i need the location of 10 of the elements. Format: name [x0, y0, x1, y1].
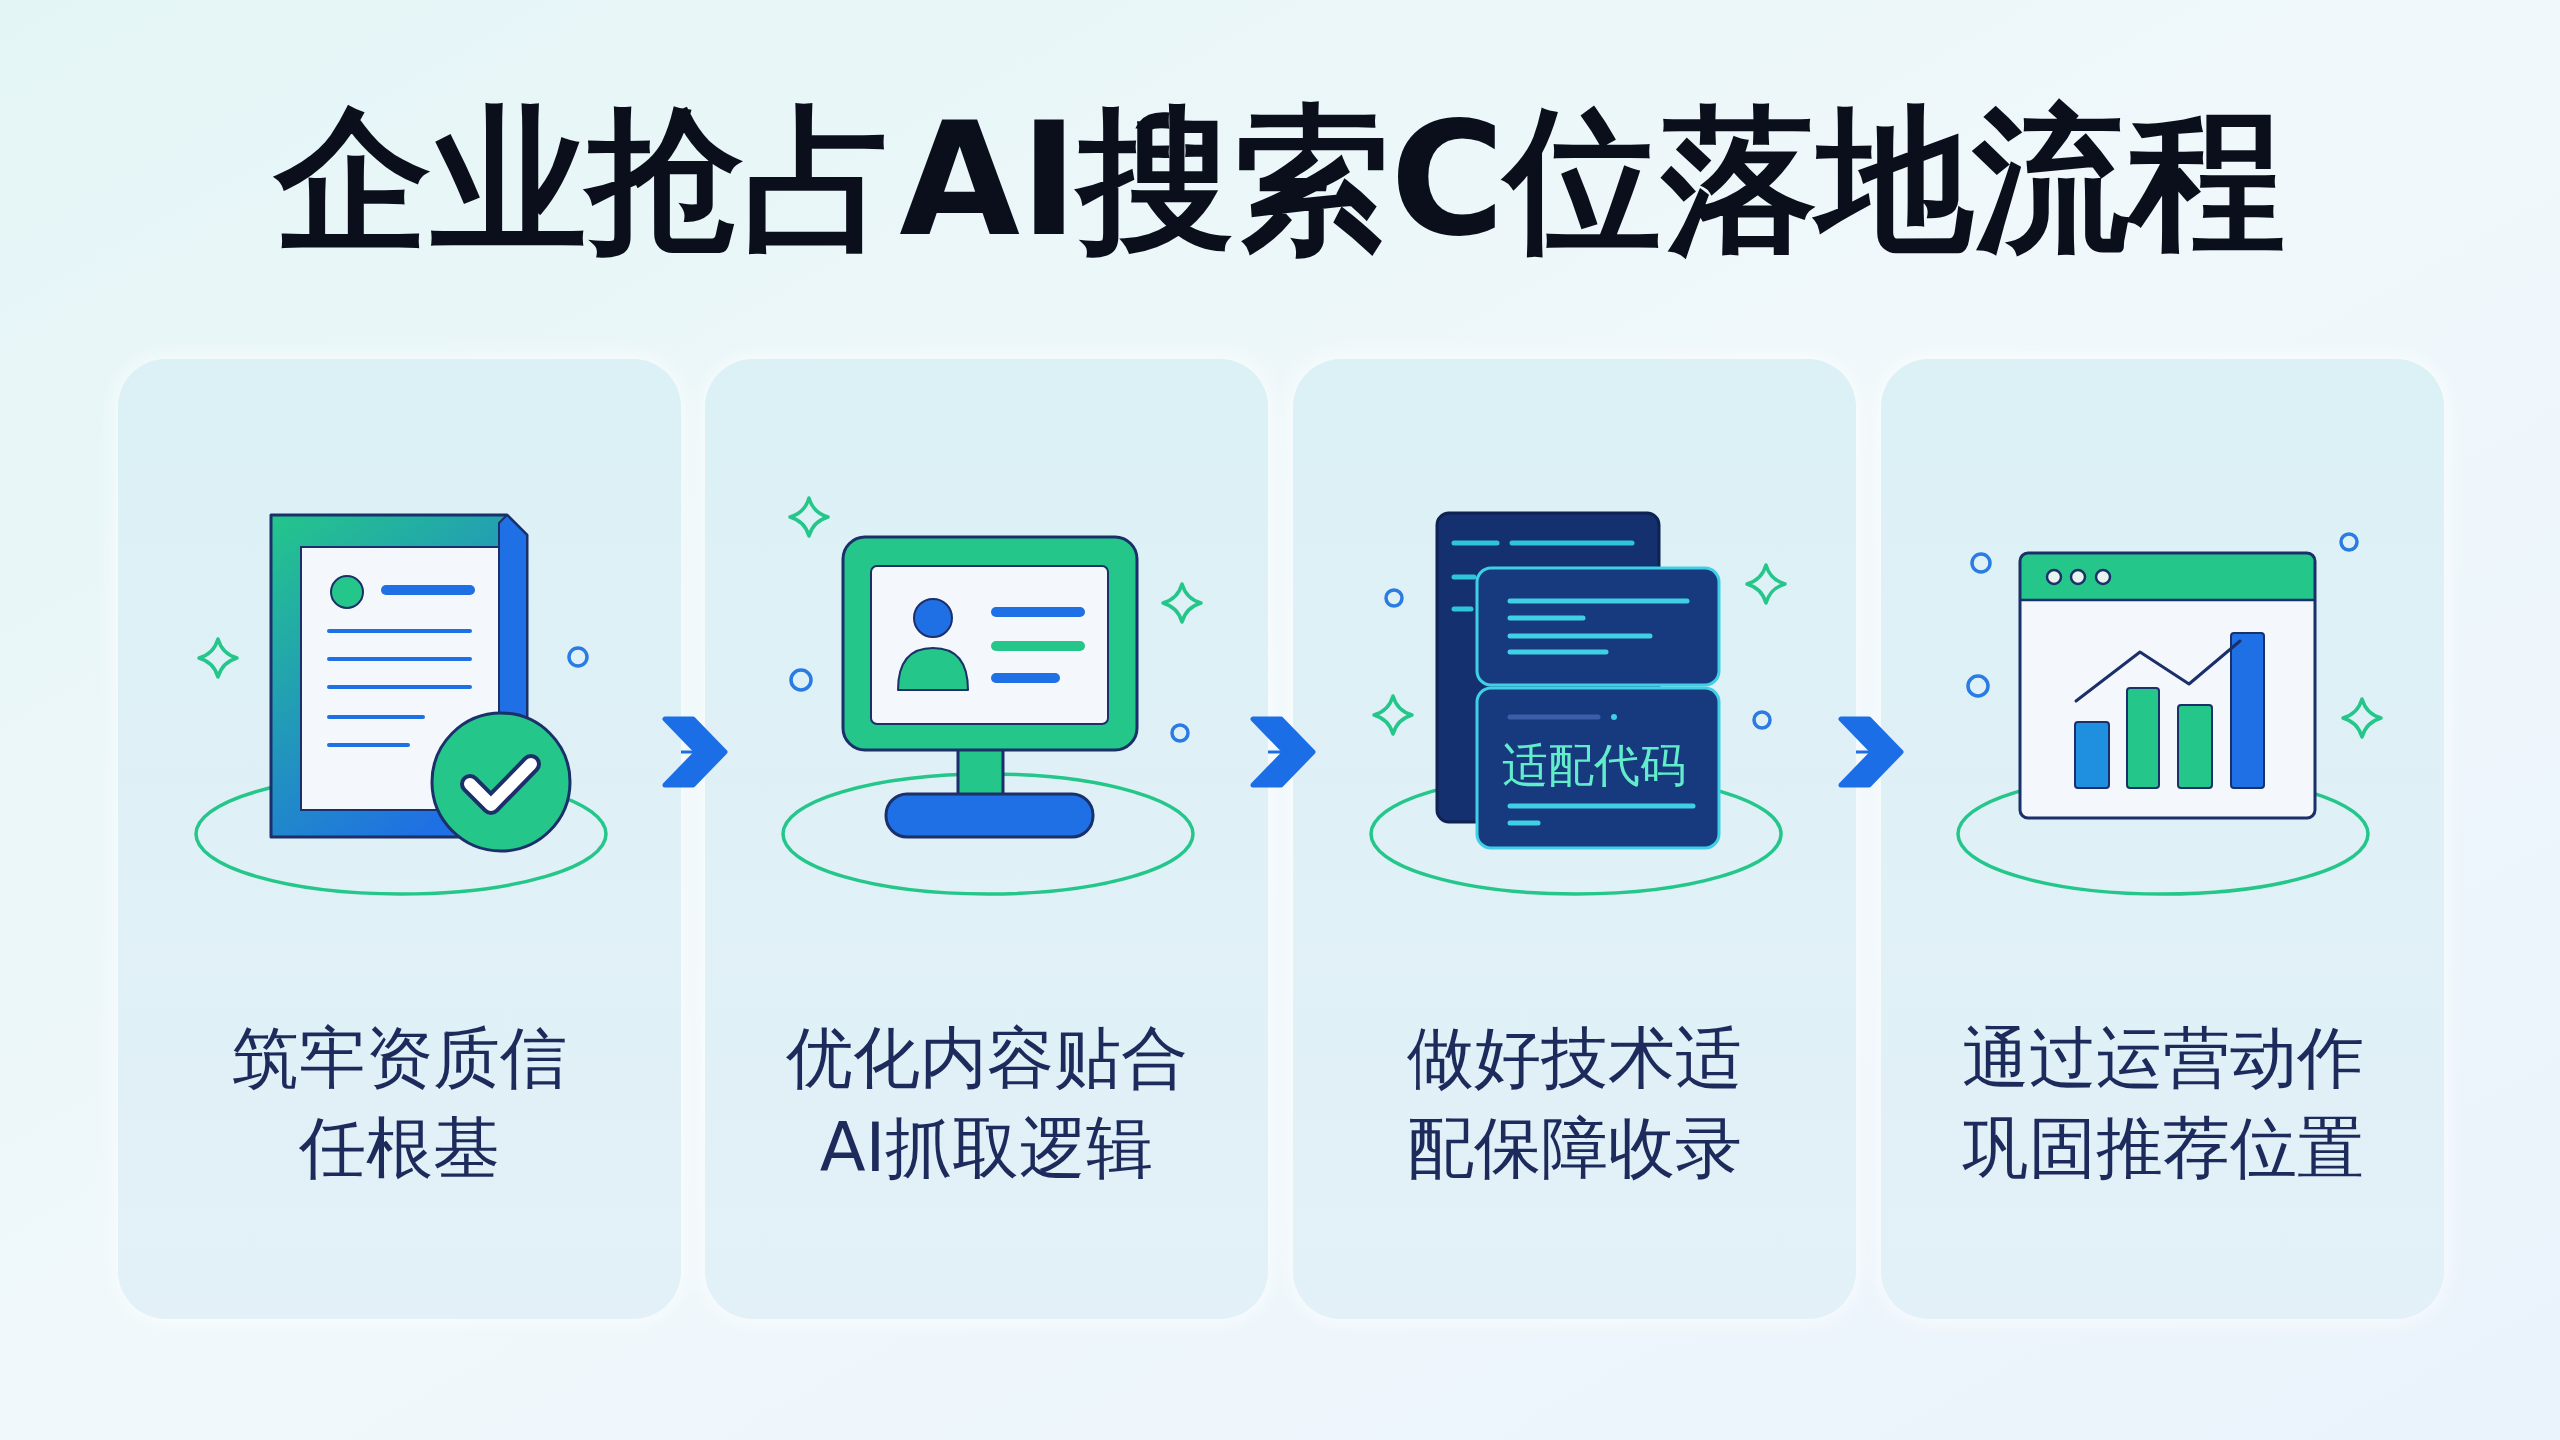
step-text: 筑牢资质信任根基 — [231, 1018, 568, 1189]
step-card — [705, 359, 1268, 1319]
step-card — [1293, 359, 1856, 1319]
code-label: 适配代码 — [1502, 739, 1686, 791]
step-card — [118, 359, 681, 1319]
title: 企业抢占AI搜索C位落地流程 — [275, 95, 2285, 265]
step-text: 通过运营动作巩固推荐位置 — [1960, 1018, 2365, 1189]
step-card — [1881, 359, 2444, 1319]
step-text: 优化内容贴合AI抓取逻辑 — [784, 1018, 1189, 1189]
step-text: 做好技术适配保障收录 — [1406, 1018, 1743, 1189]
